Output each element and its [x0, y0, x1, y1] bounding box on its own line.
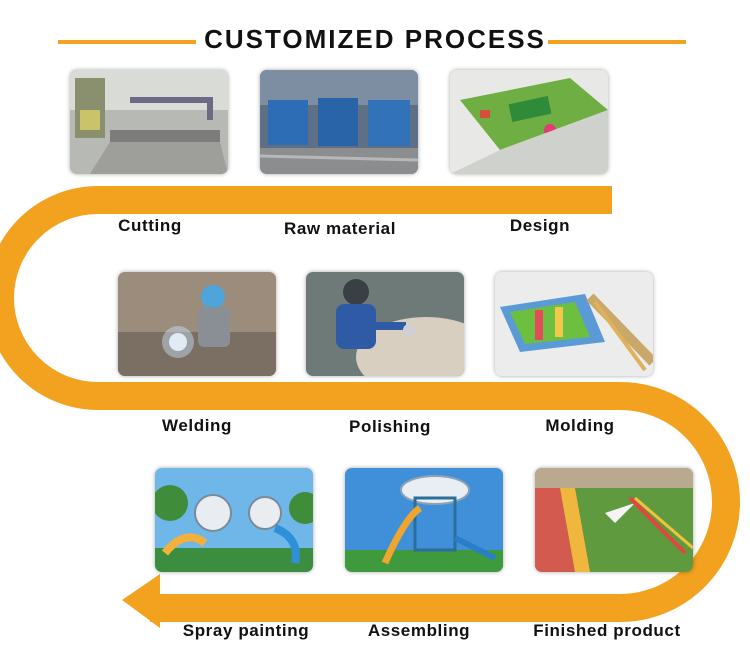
step-label-polishing: Polishing: [349, 417, 431, 436]
title-line-right: [548, 40, 686, 44]
step-label-welding: Welding: [162, 416, 232, 435]
page-title: CUSTOMIZED PROCESS: [204, 24, 546, 54]
step-label-finished-product: Finished product: [533, 621, 681, 640]
step-image-welding: [118, 272, 276, 376]
step-label-spray-painting: Spray painting: [182, 621, 310, 640]
step-label-assembling: Assembling: [367, 621, 471, 640]
step-image-spray-painting: [155, 468, 313, 572]
step-image-cutting: [70, 70, 228, 174]
step-label-molding: Molding: [545, 416, 615, 435]
step-image-polishing: [306, 272, 464, 376]
step-image-molding: [495, 272, 653, 376]
step-label-raw-material: Raw material: [283, 219, 397, 238]
step-image-design: [450, 70, 608, 174]
step-image-raw-material: [260, 70, 418, 174]
step-label-design: Design: [509, 216, 571, 235]
flow-arrow-head-icon: [122, 574, 160, 628]
step-image-finished-product: [535, 468, 693, 572]
title-line-left: [58, 40, 196, 44]
step-image-assembling: [345, 468, 503, 572]
step-label-cutting: Cutting: [118, 216, 182, 235]
